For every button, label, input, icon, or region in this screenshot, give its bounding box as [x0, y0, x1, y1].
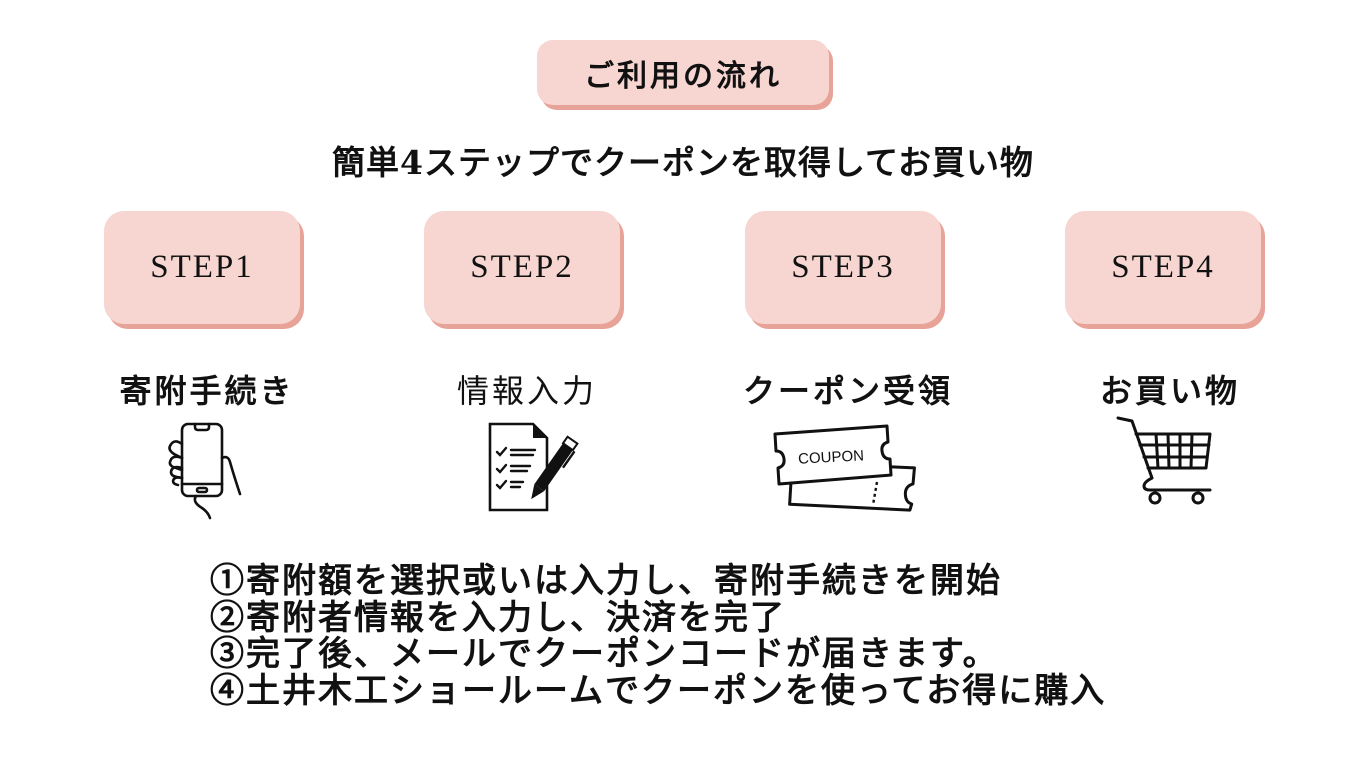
step-1-badge: STEP1	[104, 211, 300, 324]
instruction-1: ①寄附額を選択或いは入力し、寄附手続きを開始	[210, 561, 1002, 601]
coupon-tickets-icon: COUPON	[773, 424, 916, 512]
title-badge: ご利用の流れ	[537, 40, 829, 105]
step-2-badge: STEP2	[424, 211, 620, 324]
step-2-badge-label: STEP2	[470, 249, 574, 285]
step-1-label: 寄附手続き	[119, 372, 295, 410]
step-3-badge: STEP3	[745, 211, 941, 324]
page-title: ご利用の流れ	[584, 58, 782, 94]
checklist-with-pen-icon	[488, 422, 579, 512]
instructions-list: ①寄附額を選択或いは入力し、寄附手続きを開始 ②寄附者情報を入力し、決済を完了 …	[210, 563, 1106, 709]
step-4-badge-label: STEP4	[1111, 249, 1215, 285]
step-2-label: 情報入力	[456, 372, 597, 410]
coupon-icon-text: COUPON	[798, 447, 865, 467]
page-subtitle: 簡単4ステップでクーポンを取得してお買い物	[332, 143, 1034, 182]
instruction-2: ②寄附者情報を入力し、決済を完了	[210, 597, 786, 638]
step-4-label: お買い物	[1099, 372, 1240, 410]
step-4-badge: STEP4	[1065, 211, 1261, 324]
instruction-4: ④土井木工ショールームでクーポンを使ってお得に購入	[210, 670, 1107, 711]
step-3-badge-label: STEP3	[791, 249, 895, 285]
step-1-badge-label: STEP1	[150, 249, 254, 285]
instruction-3: ③完了後、メールでクーポンコードが届きます。	[210, 634, 999, 674]
step-3-label: クーポン受領	[742, 372, 953, 410]
shopping-cart-icon	[1116, 416, 1212, 505]
smartphone-in-hand-icon	[168, 422, 242, 520]
